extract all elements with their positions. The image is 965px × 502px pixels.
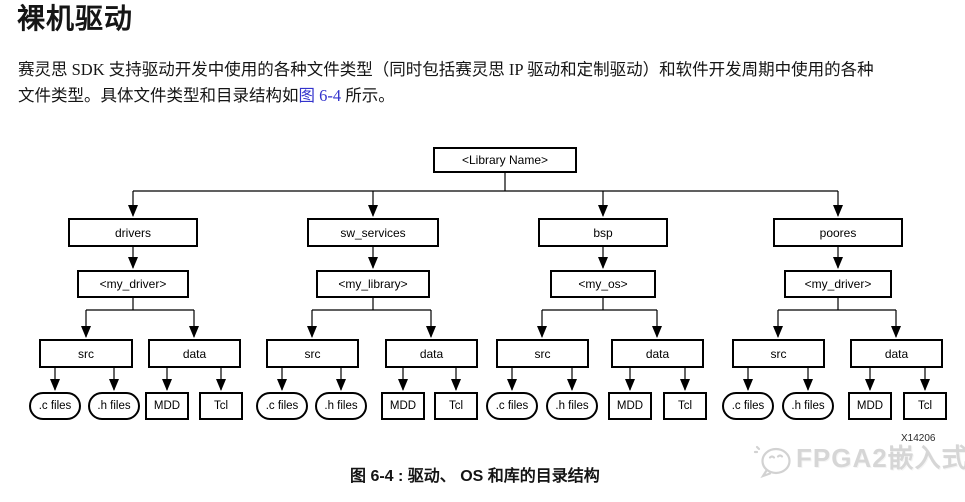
tree-leaf-c-files-4: .c files <box>722 392 774 420</box>
figure-caption: 图 6-4 : 驱动、 OS 和库的目录结构 <box>350 468 600 485</box>
tree-leaf-tcl-2: Tcl <box>434 392 478 420</box>
watermark-chat-bubble-icon <box>753 445 791 479</box>
page-title: 裸机驱动 <box>17 3 134 34</box>
tree-node-data-1: data <box>148 339 241 368</box>
tree-leaf-c-files-1: .c files <box>29 392 81 420</box>
tree-node-sw-services: sw_services <box>307 218 439 247</box>
tree-node-my-driver-1: <my_driver> <box>77 270 189 298</box>
tree-node-poores: poores <box>773 218 903 247</box>
tree-leaf-tcl-1: Tcl <box>199 392 243 420</box>
tree-leaf-mdd-3: MDD <box>608 392 652 420</box>
tree-node-data-3: data <box>611 339 704 368</box>
tree-node-data-4: data <box>850 339 943 368</box>
tree-node-drivers: drivers <box>68 218 198 247</box>
tree-leaf-h-files-1: .h files <box>88 392 140 420</box>
figure-6-4-link[interactable]: 图 6-4 <box>298 86 342 105</box>
tree-node-src-3: src <box>496 339 589 368</box>
tree-leaf-h-files-3: .h files <box>546 392 598 420</box>
paragraph-line-2-tail: 所示。 <box>341 86 395 105</box>
figure-number: X14206 <box>901 433 936 444</box>
paragraph-line-2: 文件类型。具体文件类型和目录结构如图 6-4 所示。 <box>18 83 962 109</box>
tree-node-my-os: <my_os> <box>550 270 656 298</box>
tree-leaf-mdd-1: MDD <box>145 392 189 420</box>
tree-node-bsp: bsp <box>538 218 668 247</box>
tree-leaf-h-files-4: .h files <box>782 392 834 420</box>
tree-leaf-tcl-3: Tcl <box>663 392 707 420</box>
tree-leaf-c-files-3: .c files <box>486 392 538 420</box>
tree-node-data-2: data <box>385 339 478 368</box>
watermark-text: FPGA2嵌入式 <box>796 443 965 473</box>
tree-leaf-mdd-2: MDD <box>381 392 425 420</box>
paragraph-line-2-text: 文件类型。具体文件类型和目录结构如 <box>18 86 299 105</box>
tree-leaf-c-files-2: .c files <box>256 392 308 420</box>
tree-node-src-4: src <box>732 339 825 368</box>
tree-leaf-h-files-2: .h files <box>315 392 367 420</box>
tree-node-my-driver-2: <my_driver> <box>784 270 892 298</box>
tree-node-library-name: <Library Name> <box>433 147 577 173</box>
tree-leaf-mdd-4: MDD <box>848 392 892 420</box>
directory-tree-figure: <Library Name> drivers <my_driver> src d… <box>0 140 965 430</box>
tree-connectors <box>50 173 930 391</box>
tree-node-src-2: src <box>266 339 359 368</box>
tree-node-src-1: src <box>39 339 133 368</box>
paragraph-line-1: 赛灵思 SDK 支持驱动开发中使用的各种文件类型（同时包括赛灵思 IP 驱动和定… <box>18 60 874 79</box>
tree-leaf-tcl-4: Tcl <box>903 392 947 420</box>
tree-node-my-library: <my_library> <box>316 270 430 298</box>
body-paragraph: 赛灵思 SDK 支持驱动开发中使用的各种文件类型（同时包括赛灵思 IP 驱动和定… <box>18 57 962 109</box>
